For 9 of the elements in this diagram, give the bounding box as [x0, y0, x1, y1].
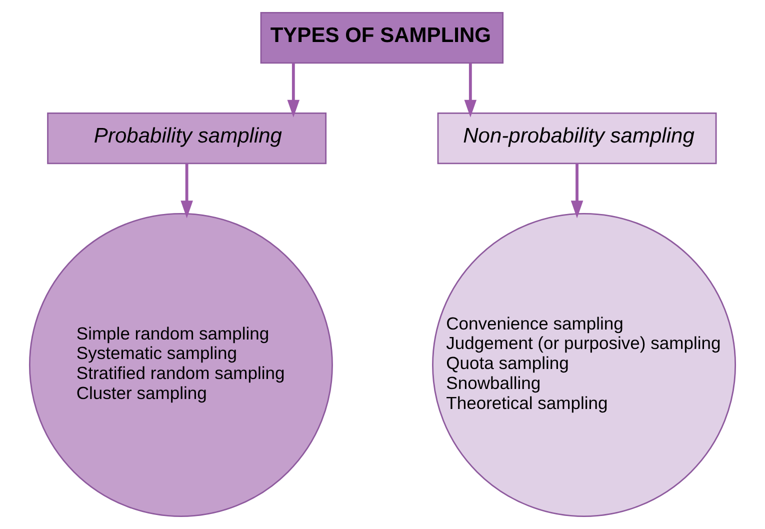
arrow	[464, 63, 477, 118]
arrow	[180, 163, 193, 218]
node-circle: Convenience sampling Judgement (or purposive) sampling Quota sampling Snowballing Theoretical sampling	[432, 212, 736, 517]
node-box: Non-probability sampling	[437, 112, 717, 164]
node-circle: Simple random sampling Systematic sampling Stratified random sampling Cluster sampling	[28, 212, 333, 517]
arrow	[287, 63, 300, 118]
arrow	[570, 163, 584, 218]
node-box: TYPES OF SAMPLING	[260, 12, 504, 64]
node-box: Probability sampling	[47, 112, 327, 164]
